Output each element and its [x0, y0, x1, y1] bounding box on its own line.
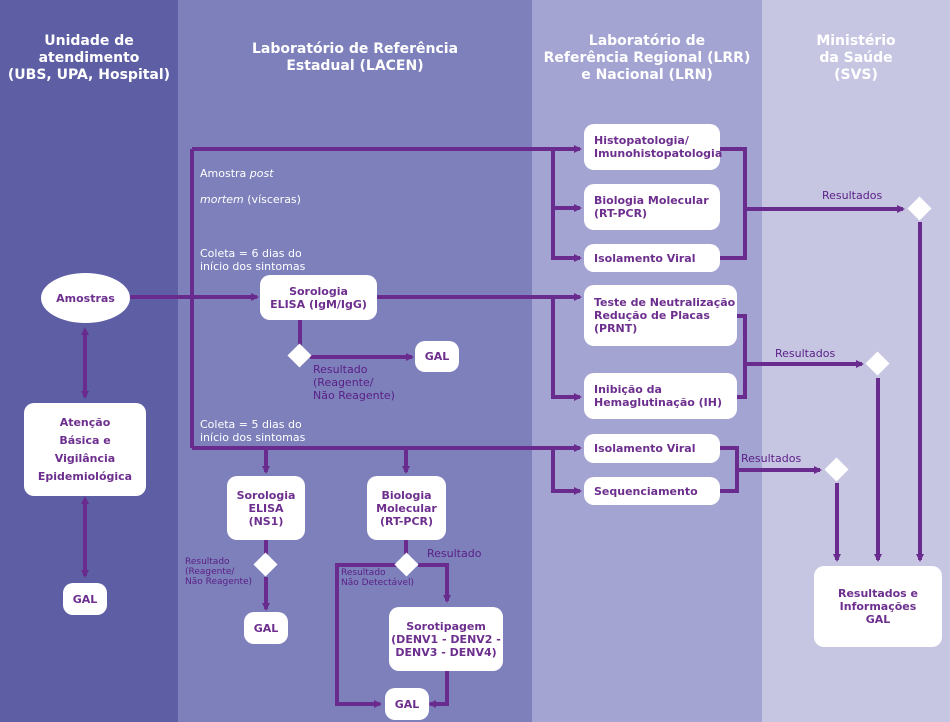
- gal-ns1-node: GAL: [244, 612, 288, 644]
- resultado-nao-detectavel-label: Resultado Não Detectável): [341, 568, 415, 588]
- column-title-ms: Ministério da Saúde (SVS): [816, 33, 896, 83]
- isolamento-viral-1-node: Isolamento Viral: [584, 244, 720, 272]
- sorologia-ns1-node: Sorologia ELISA (NS1): [227, 476, 305, 540]
- prnt-node: Teste de Neutralização Redução de Placas…: [584, 285, 737, 346]
- resultados-label-1: Resultados: [822, 189, 883, 202]
- amostra-post-part4: (vísceras): [243, 193, 301, 206]
- amostra-post-mortem-label: Amostra post mortem (vísceras): [200, 154, 301, 206]
- wire-group2-bracket: [737, 314, 747, 399]
- amostras-node: Amostras: [41, 273, 130, 323]
- wire-group1-bracket: [720, 147, 747, 260]
- wire-diamond-sorotipagem: [418, 563, 451, 603]
- resultado-ns1-label: Resultado (Reagente/ Não Reagente): [185, 557, 253, 587]
- amostra-post-part2: post: [249, 167, 274, 180]
- column-title-unidade: Unidade de atendimento (UBS, UPA, Hospit…: [7, 33, 171, 83]
- coleta6-label: Coleta = 6 dias do início dos sintomas: [200, 247, 306, 273]
- isolamento-viral-2-node: Isolamento Viral: [584, 434, 720, 463]
- sorologia-igm-node: Sorologia ELISA (IgM/IgG): [260, 275, 377, 320]
- amostra-post-part3: mortem: [200, 193, 244, 206]
- resultado-pcr-label: Resultado: [427, 547, 482, 560]
- resultados-label-2: Resultados: [775, 347, 836, 360]
- wire-bracket-top: [551, 149, 582, 262]
- sequenciamento-node: Sequenciamento: [584, 477, 720, 505]
- resultados-label-3: Resultados: [741, 452, 802, 465]
- column-title-lrr: Laboratório de Referência Regional (LRR)…: [543, 33, 751, 83]
- gal-igm-node: GAL: [415, 341, 459, 372]
- wire-diamond-galbottom: [335, 563, 397, 708]
- column-lacen: Laboratório de Referência Estadual (LACE…: [178, 0, 532, 722]
- wire-isolamento-seq: [551, 448, 582, 495]
- atencao-basica-node: Atenção Básica e Vigilância Epidemiológi…: [24, 403, 146, 496]
- wire-group3-bracket: [720, 446, 739, 493]
- wire-sorotipagem-gal: [428, 670, 449, 708]
- column-title-lacen: Laboratório de Referência Estadual (LACE…: [251, 41, 459, 74]
- resultados-informacoes-node: Resultados e Informações GAL: [814, 566, 942, 647]
- gal-bottom-node: GAL: [385, 688, 429, 720]
- biologia-lacen-node: Biologia Molecular (RT-PCR): [367, 476, 446, 540]
- amostra-post-part1: Amostra: [200, 167, 250, 180]
- column-lrr: Laboratório de Referência Regional (LRR)…: [532, 0, 762, 722]
- gal-left-node: GAL: [63, 583, 107, 615]
- histopatologia-node: Histopatologia/ Imunohistopatologia: [584, 124, 722, 170]
- ih-node: Inibição da Hemaglutinação (IH): [584, 373, 737, 419]
- wire-prnt-ih: [551, 297, 582, 401]
- resultado-igm-label: Resultado (Reagente/ Não Reagente): [313, 363, 395, 402]
- sorotipagem-node: Sorotipagem (DENV1 - DENV2 - DENV3 - DEN…: [389, 607, 503, 671]
- coleta5-label: Coleta = 5 dias do início dos sintomas: [200, 418, 306, 444]
- biologia-lrr-node: Biologia Molecular (RT-PCR): [584, 184, 720, 230]
